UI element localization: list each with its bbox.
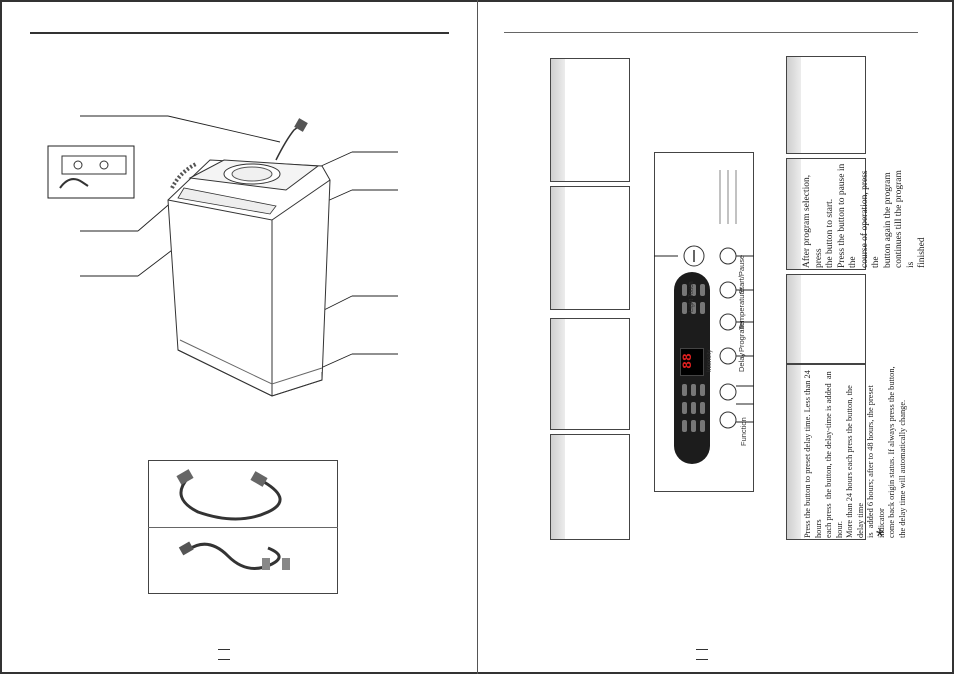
label-delay: Delay [737,352,746,372]
digital-display [680,348,704,376]
accessories-divider [148,527,338,528]
left-page-number [218,642,258,662]
desc-box-r3 [786,274,866,364]
inlet-hose-icon [176,469,282,521]
desc-box-4 [550,434,630,540]
footnote-star: * [876,526,884,548]
right-page-number [696,642,736,662]
washing-machine-diagram [47,115,398,397]
desc-box-1 [550,58,630,182]
desc-box-3 [550,318,630,430]
desc-box-r2 [786,158,866,270]
desc-box-2 [550,186,630,310]
panel-drawing [654,170,754,432]
label-program: Program [737,323,746,352]
display-digits: 88 [680,353,695,369]
page-spine [477,0,478,674]
drain-hose-icon [178,541,290,570]
label-light-touch: Light Touch [689,281,695,312]
left-header-rule [30,32,449,34]
label-function: Function [739,417,748,446]
desc-box-r4 [786,364,866,540]
right-header-rule [504,32,918,33]
desc-box-r1 [786,56,866,154]
delay-description: Press the button to preset delay time. L… [803,366,907,538]
label-intensity: Intensity [707,349,713,372]
start-pause-description: After program selection, press the butto… [802,163,927,268]
start-pause-button-shape [719,247,737,265]
